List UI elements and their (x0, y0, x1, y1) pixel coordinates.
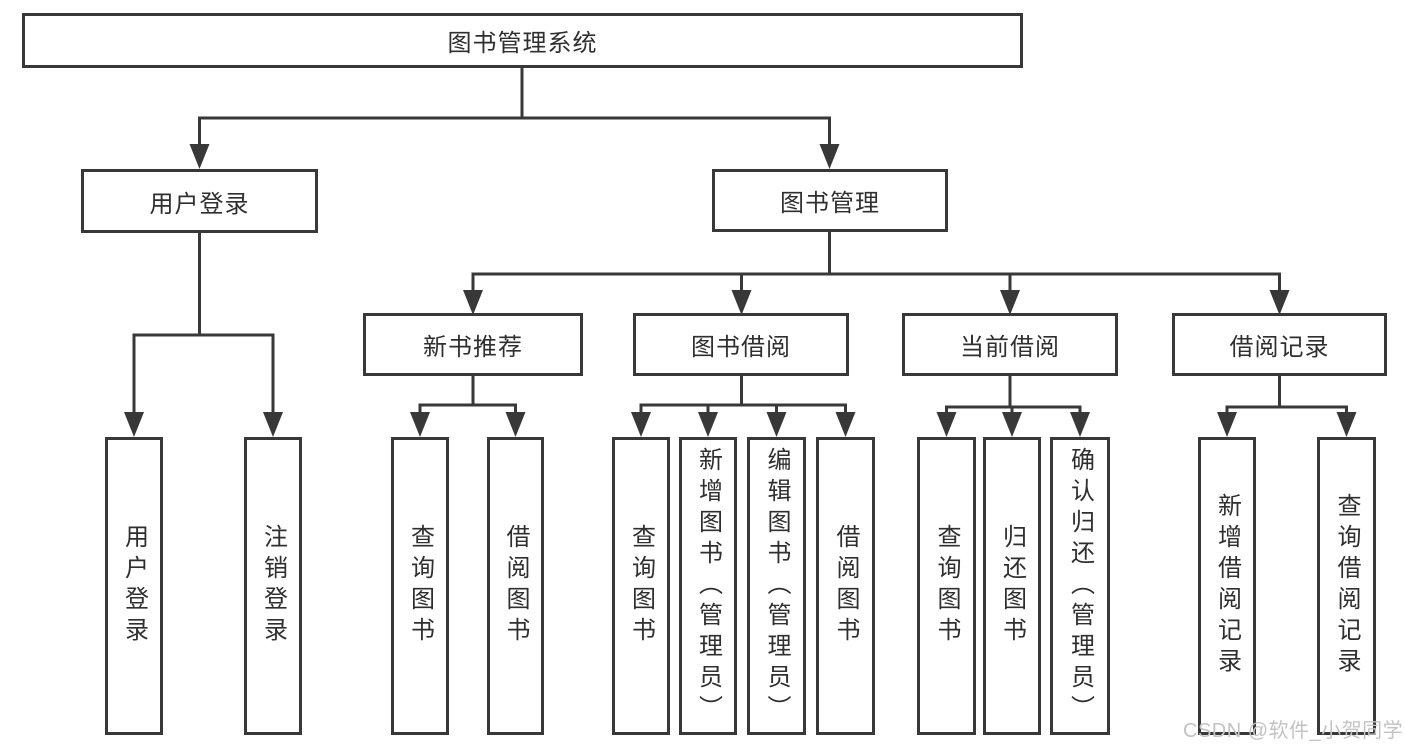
edge-user-login (132, 231, 275, 416)
edge-current-borrow (945, 374, 1082, 416)
leaf-user-login: 用户登录 (105, 437, 163, 735)
edge-book-borrow (639, 374, 847, 416)
node-current-borrow: 当前借阅 (902, 313, 1118, 376)
leaf-query-borrow-record: 查询借阅记录 (1317, 437, 1376, 735)
leaf-edit-book-admin: 编辑图书（管理员） (747, 437, 806, 735)
leaf-add-borrow-record: 新增借阅记录 (1198, 437, 1256, 735)
edge-root-stem (198, 66, 831, 148)
edge-new-book-rec (418, 374, 517, 416)
leaf-confirm-return-admin: 确认归还（管理员） (1050, 437, 1110, 735)
leaf-add-book-admin: 新增图书（管理员） (679, 437, 737, 735)
node-user-login: 用户登录 (81, 169, 318, 233)
leaf-borrow-book: 借阅图书 (816, 437, 875, 735)
edge-book-mgmt (471, 230, 1281, 294)
leaf-query-book-current: 查询图书 (917, 437, 976, 735)
leaf-query-book-borrow: 查询图书 (612, 437, 670, 735)
arrowheads (124, 144, 1357, 437)
leaf-borrow-book-recommend: 借阅图书 (487, 437, 544, 735)
leaf-return-book: 归还图书 (983, 437, 1041, 735)
node-root: 图书管理系统 (22, 13, 1023, 68)
watermark: CSDN @软件_小贺同学 (1183, 720, 1404, 742)
edge-borrow-record (1225, 374, 1348, 416)
node-book-borrow: 图书借阅 (633, 313, 849, 376)
node-borrow-record: 借阅记录 (1172, 313, 1387, 376)
leaf-logout: 注销登录 (244, 437, 302, 735)
node-new-book-recommend: 新书推荐 (363, 313, 583, 376)
node-book-management: 图书管理 (712, 169, 948, 232)
leaf-query-book-recommend: 查询图书 (391, 437, 449, 735)
